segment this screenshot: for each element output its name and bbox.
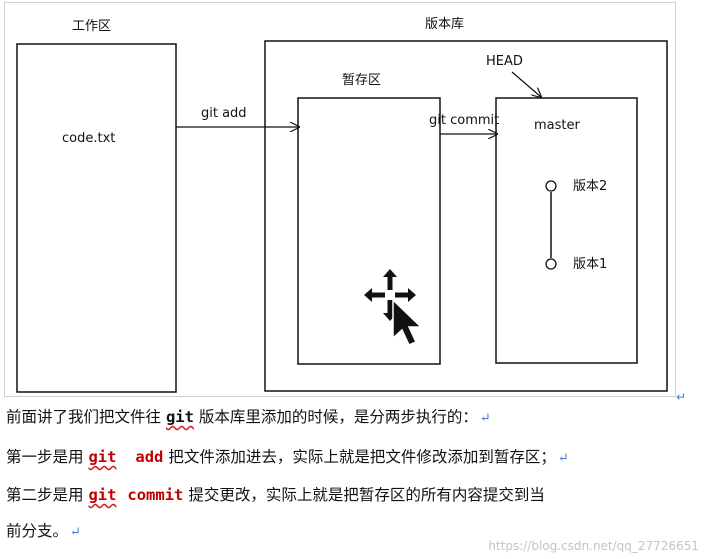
return-mark: ↵ — [676, 390, 686, 404]
version-1-node — [545, 258, 557, 270]
repository-label: 版本库 — [425, 16, 464, 32]
stage-box — [297, 97, 441, 365]
code-commit: commit — [127, 486, 184, 504]
version-1-label: 版本1 — [573, 257, 607, 272]
text-line-3: 第二步是用 git commit 提交更改，实际上就是把暂存区的所有内容提交到当 — [6, 486, 545, 504]
workspace-box — [16, 43, 177, 393]
branch-box — [495, 97, 638, 364]
branch-label: master — [534, 118, 580, 133]
text-line-1: 前面讲了我们把文件往 git 版本库里添加的时候，是分两步执行的：↵ — [6, 408, 491, 426]
arrow-add-label: git add — [201, 106, 247, 121]
diagram-frame — [4, 2, 676, 397]
move-cursor-icon — [364, 269, 416, 321]
text-line-4: 前分支。↵ — [6, 522, 81, 540]
arrow-commit-label: git commit — [429, 113, 499, 128]
return-mark: ↵ — [557, 451, 569, 466]
head-arrow — [511, 71, 541, 97]
code-git: git — [88, 448, 117, 466]
return-mark: ↵ — [479, 411, 491, 426]
workspace-label: 工作区 — [72, 19, 111, 34]
git-workflow-diagram: 工作区 code.txt 版本库 暂存区 HEAD master 版本2 版本1… — [16, 16, 686, 404]
code-git: git — [88, 486, 117, 504]
watermark: https://blog.csdn.net/qq_27726651 — [488, 539, 699, 553]
head-label: HEAD — [486, 54, 523, 69]
code-git: git — [165, 408, 194, 426]
version-2-label: 版本2 — [573, 179, 607, 194]
repository-box — [264, 40, 668, 392]
workspace-file: code.txt — [62, 131, 115, 146]
stage-label: 暂存区 — [342, 73, 381, 88]
version-2-node — [545, 180, 557, 192]
code-add: add — [135, 448, 164, 466]
text-line-2: 第一步是用 git add 把文件添加进去，实际上就是把文件修改添加到暂存区；↵ — [6, 448, 569, 466]
pointer-cursor-icon — [392, 298, 423, 346]
return-mark: ↵ — [70, 525, 81, 540]
